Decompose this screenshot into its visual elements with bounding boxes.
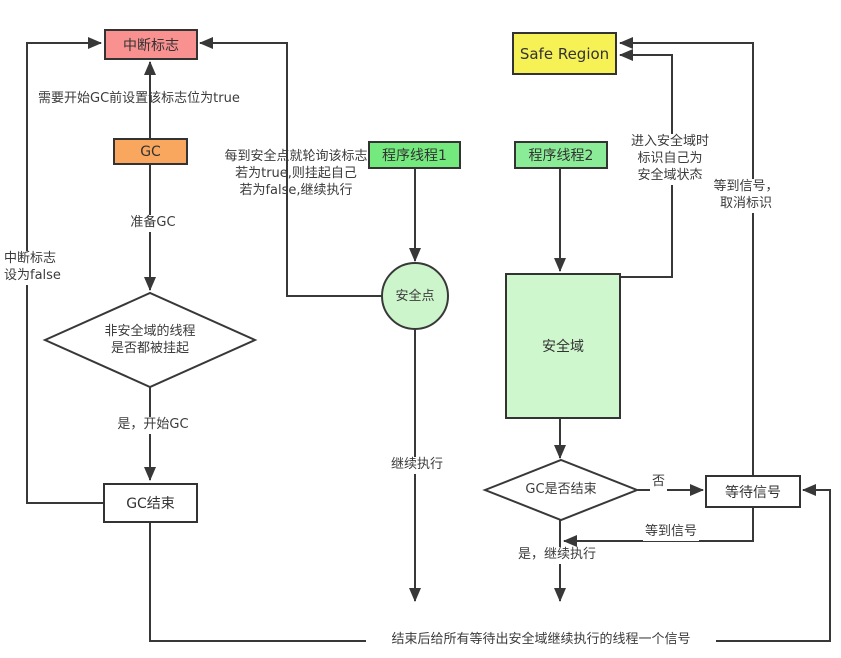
decision-gc-done [482,458,640,522]
label-got-signal: 等到信号 [643,524,700,541]
label-yes-start-gc: 是，开始GC [98,417,208,434]
node-wait-signal: 等待信号 [705,475,801,508]
node-interrupt-flag: 中断标志 [104,29,198,60]
node-safe-region-en: Safe Region [512,32,617,75]
node-safe-region-zh: 安全域 [505,273,621,419]
label-enter-safe-region: 进入安全域时 标识自己为 安全域状态 [616,134,724,185]
decision-threads-suspended [42,291,258,389]
label-no: 否 [650,474,668,491]
label-flag-set-false: 中断标志 设为false [2,251,63,285]
label-signal-cancel-mark: 等到信号， 取消标识 [694,179,798,213]
edge-gcend-signal-wait [149,484,831,642]
label-set-flag-true: 需要开始GC前设置该标志位为true [38,91,240,106]
label-signal-all-waiting-threads: 结束后给所有等待出安全域继续执行的线程一个信号 [366,632,716,649]
edge-wait-to-saferegion [619,37,754,475]
safepoint-circle [381,262,449,330]
label-poll-flag: 每到安全点就轮询该标志 若为true,则挂起自己 若为false,继续执行 [224,149,368,198]
safepoint-label: 安全点 [395,289,435,304]
node-gc-end: GC结束 [103,483,198,523]
decision-threads-suspended-label: 非安全域的线程 是否都被挂起 [104,324,196,356]
node-gc: GC [113,138,188,165]
node-thread1: 程序线程1 [368,141,461,169]
decision-gc-done-label: GC是否结束 [525,482,597,497]
label-prepare-gc: 准备GC [118,215,188,232]
label-continue-exec: 继续执行 [383,457,451,474]
node-thread2: 程序线程2 [514,141,608,169]
label-yes-continue: 是，继续执行 [516,547,599,564]
edge-wait-to-flow [563,508,754,547]
edge-safepoint-to-flag [199,37,382,297]
